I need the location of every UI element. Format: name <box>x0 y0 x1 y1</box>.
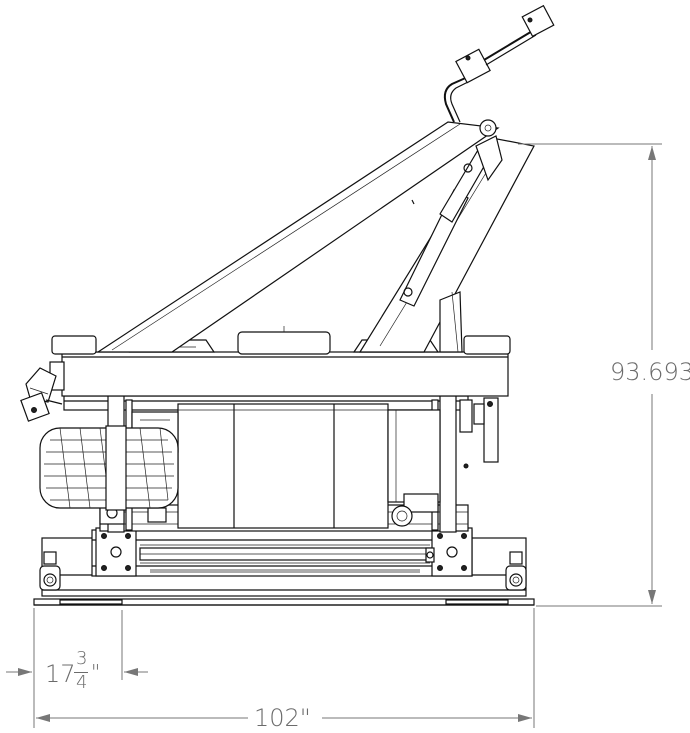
height-dimension <box>518 143 662 607</box>
overhang-dimension <box>6 610 148 680</box>
overhang-numerator: 3 <box>76 648 88 669</box>
height-label: 93.693 <box>610 358 690 386</box>
rail-assembly <box>91 527 473 577</box>
crane-boom <box>95 119 535 353</box>
overhang-fraction-bar <box>74 672 88 673</box>
overhang-unit: " <box>91 660 101 684</box>
overhang-whole: 17 <box>45 660 76 688</box>
overhang-denominator: 4 <box>76 672 88 693</box>
lifting-lug-left <box>39 551 61 591</box>
side-control-box <box>20 367 63 422</box>
width-label: 102" <box>254 704 311 732</box>
width-dimension <box>33 608 535 728</box>
lifting-lug-right <box>505 551 527 591</box>
lift-arm-tube <box>443 4 555 123</box>
spare-tire <box>39 425 179 511</box>
